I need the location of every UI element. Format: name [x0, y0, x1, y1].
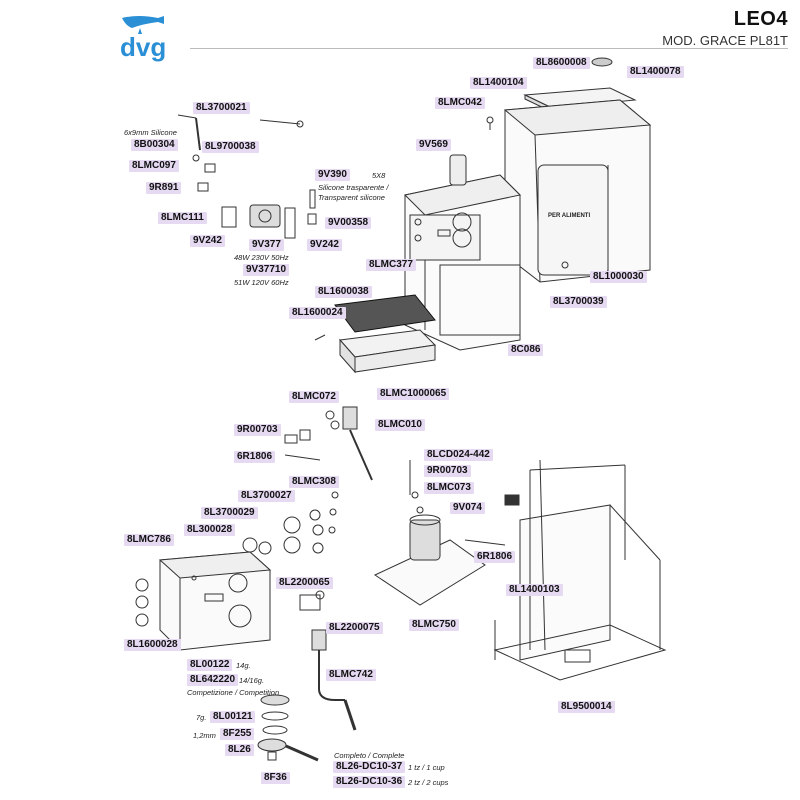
part-8L00121: 8L00121	[210, 711, 256, 723]
part-8LMC072: 8LMC072	[289, 391, 339, 403]
part-8LMC042: 8LMC042	[435, 97, 485, 109]
part-9V37710: 9V37710	[243, 264, 290, 276]
part-8L26-DC10-37: 8L26-DC10-37	[333, 761, 406, 773]
part-8L3700029: 8L3700029	[201, 507, 258, 519]
panel-text: PER ALIMENTI	[548, 213, 591, 219]
part-8L9500014: 8L9500014	[558, 701, 615, 713]
pump-area-drawing	[177, 114, 317, 239]
part-9R891: 9R891	[146, 182, 182, 194]
part-8LMC1000065: 8LMC1000065	[377, 388, 450, 400]
note-silicone-6x9: 6x9mm Silicone	[124, 128, 177, 137]
steam-valve-drawing	[284, 406, 373, 481]
part-9R00703-right: 9R00703	[424, 465, 471, 477]
part-9V242-right: 9V242	[307, 239, 342, 251]
part-8LMC111: 8LMC111	[158, 212, 207, 224]
part-6R1806-left: 6R1806	[234, 451, 276, 463]
part-8F36: 8F36	[261, 772, 290, 784]
dvg-logo: dvg	[118, 12, 188, 67]
model-name: MOD. GRACE PL81T	[662, 33, 788, 48]
part-8L300028: 8L300028	[184, 524, 236, 536]
part-8F255: 8F255	[220, 728, 255, 740]
note-weight-14g: 14g.	[236, 661, 251, 670]
part-9V569: 9V569	[416, 139, 451, 151]
note-one-cup: 1 tz / 1 cup	[408, 763, 445, 772]
front-panel-drawing	[135, 551, 272, 651]
part-8LCD024-442: 8LCD024-442	[424, 449, 493, 461]
part-9V377: 9V377	[249, 239, 284, 251]
part-8LMC308: 8LMC308	[289, 476, 339, 488]
part-8LMC750: 8LMC750	[409, 619, 459, 631]
part-9R00703-left: 9R00703	[234, 424, 281, 436]
dvg-logo-mark: dvg	[120, 16, 166, 62]
part-9V242-left: 9V242	[190, 235, 225, 247]
part-8L1600038: 8L1600038	[315, 286, 372, 298]
rear-housing-drawing	[486, 99, 652, 283]
note-competition: Competizione / Competition	[187, 688, 280, 697]
boiler-drawing	[373, 460, 520, 606]
group-head-drawing	[299, 590, 357, 731]
part-8C086: 8C086	[508, 344, 544, 356]
part-8L8600008: 8L8600008	[533, 57, 590, 69]
part-8L3700039: 8L3700039	[550, 296, 607, 308]
note-pump-230: 48W 230V 50Hz	[234, 253, 289, 262]
part-8L1400103: 8L1400103	[506, 584, 563, 596]
part-8L642220: 8L642220	[187, 674, 239, 686]
part-8LMC786: 8LMC786	[124, 534, 174, 546]
part-8L1000030: 8L1000030	[590, 271, 647, 283]
note-size-5x8: 5X8	[372, 171, 386, 180]
note-pump-120: 51W 120V 60Hz	[234, 278, 289, 287]
part-9V074: 9V074	[450, 502, 485, 514]
part-8L00122: 8L00122	[187, 659, 233, 671]
note-thickness: 1,2mm	[193, 731, 216, 740]
part-8LMC073: 8LMC073	[424, 482, 474, 494]
part-8L26-DC10-36: 8L26-DC10-36	[333, 776, 406, 788]
part-8L2200075: 8L2200075	[326, 622, 383, 634]
main-frame-drawing	[403, 154, 522, 351]
part-8L1600028: 8L1600028	[124, 639, 181, 651]
portafilter-drawing	[257, 694, 319, 762]
title-divider	[190, 48, 788, 49]
part-8B00304: 8B00304	[131, 139, 178, 151]
note-weight-14-16g: 14/16g.	[239, 676, 265, 685]
title-block: LEO4 MOD. GRACE PL81T	[662, 8, 788, 48]
part-8LMC010: 8LMC010	[375, 419, 425, 431]
brand-text: dvg	[120, 32, 166, 62]
drip-tray-drawing	[314, 294, 437, 374]
part-6R1806-right: 6R1806	[474, 551, 516, 563]
model-code: LEO4	[733, 8, 788, 30]
part-8L3700021: 8L3700021	[193, 102, 250, 114]
part-8L1400104: 8L1400104	[470, 77, 527, 89]
note-weight-7g: 7g.	[196, 713, 207, 722]
note-complete: Completo / Complete	[334, 751, 405, 760]
part-8LMC742: 8LMC742	[326, 669, 376, 681]
part-9V00358: 9V00358	[325, 217, 372, 229]
chassis-drawing	[493, 459, 667, 681]
part-8LMC097: 8LMC097	[129, 160, 179, 172]
part-8LMC377: 8LMC377	[366, 259, 416, 271]
part-8L1600024: 8L1600024	[289, 307, 346, 319]
note-two-cups: 2 tz / 2 cups	[408, 778, 449, 787]
part-8L1400078: 8L1400078	[627, 66, 684, 78]
part-9V390: 9V390	[315, 169, 350, 181]
part-8L9700038: 8L9700038	[202, 141, 259, 153]
note-silicone-en: Transparent silicone	[318, 193, 385, 202]
top-lid-drawing	[523, 57, 637, 113]
part-8L2200065: 8L2200065	[276, 577, 333, 589]
part-8L26: 8L26	[225, 744, 254, 756]
note-silicone-it: Silicone trasparente /	[318, 183, 389, 192]
part-8L3700027: 8L3700027	[238, 490, 295, 502]
